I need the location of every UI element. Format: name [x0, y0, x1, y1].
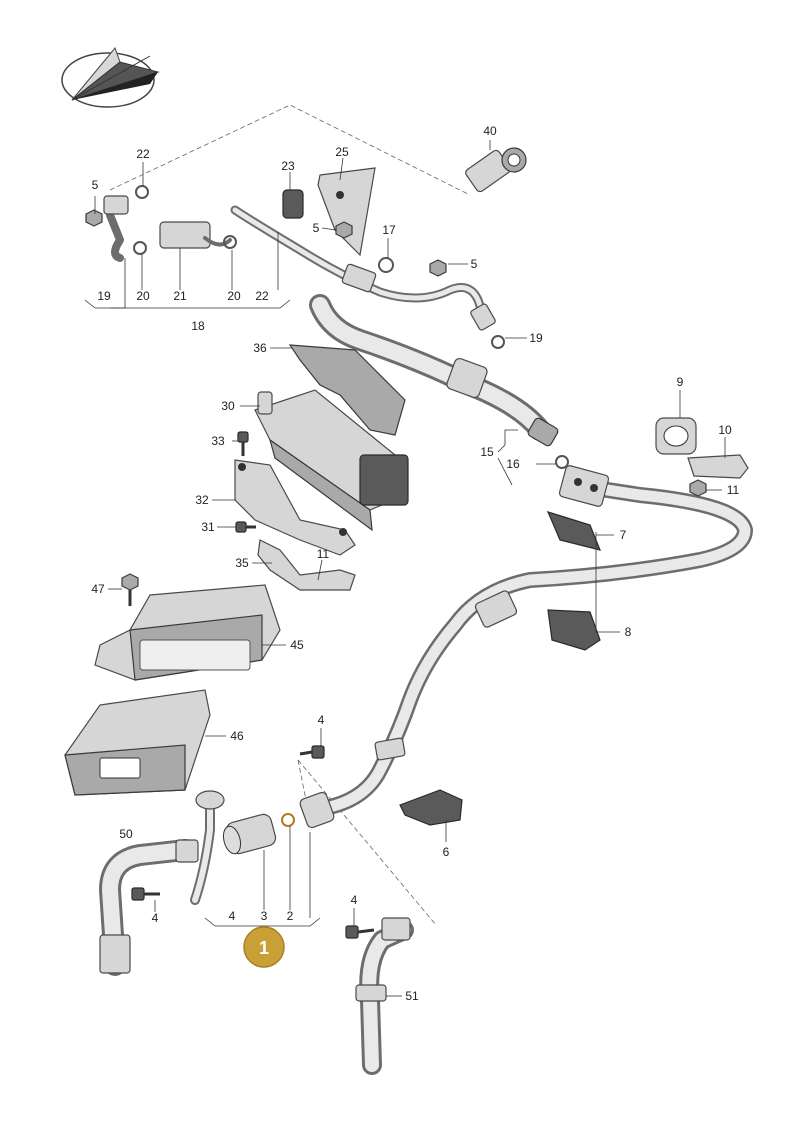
part-7-clip — [546, 511, 601, 551]
pressure-switch-19 — [103, 195, 129, 262]
main-refrigerant-line — [317, 477, 753, 816]
label-47: 47 — [91, 582, 105, 596]
label-30: 30 — [221, 399, 235, 413]
part-23-clip — [282, 189, 304, 219]
label-4: 4 — [351, 893, 358, 907]
part-25-bracket — [317, 167, 376, 257]
part-35-bracket — [257, 539, 356, 591]
label-3: 3 — [261, 909, 268, 923]
part-6-bracket — [399, 789, 463, 826]
label-33: 33 — [211, 434, 225, 448]
pipe-sleeve — [474, 590, 518, 628]
label-18: 18 — [191, 319, 205, 333]
screw-4-c — [345, 925, 375, 939]
label-11: 11 — [727, 483, 740, 497]
label-17: 17 — [382, 223, 396, 237]
label-35: 35 — [235, 556, 249, 570]
label-51: 51 — [405, 989, 419, 1003]
label-21: 21 — [173, 289, 187, 303]
label-4: 4 — [229, 909, 236, 923]
part-3-sleeve — [222, 813, 277, 855]
label-22: 22 — [255, 289, 269, 303]
label-5: 5 — [471, 257, 478, 271]
label-11: 11 — [317, 547, 330, 561]
label-23: 23 — [281, 159, 295, 173]
part-36-heat-shield — [288, 344, 406, 436]
label-20: 20 — [136, 289, 150, 303]
part-8-holder — [547, 609, 601, 651]
label-31: 31 — [201, 520, 215, 534]
screw-33 — [237, 431, 249, 456]
label-36: 36 — [253, 341, 267, 355]
label-4: 4 — [318, 713, 325, 727]
label-40: 40 — [483, 124, 497, 138]
label-10: 10 — [718, 423, 732, 437]
leader-lines — [84, 140, 726, 997]
part-9-clamp — [655, 417, 697, 455]
screw-47 — [121, 573, 139, 606]
part-labels: 5 22 19 20 21 20 22 18 23 25 5 17 5 40 1… — [91, 124, 739, 1003]
nut-11-a — [689, 479, 707, 497]
label-22: 22 — [136, 147, 150, 161]
label-20: 20 — [227, 289, 241, 303]
expansion-block — [558, 465, 610, 507]
nut-5-a — [85, 209, 103, 227]
sensor-21 — [159, 221, 232, 249]
nut-5-b — [335, 221, 353, 239]
label-15: 15 — [480, 445, 494, 459]
pipe-clamp — [374, 737, 406, 761]
fitting-2 — [299, 791, 335, 829]
label-46: 46 — [230, 729, 244, 743]
part-50-pipe — [99, 790, 225, 976]
screw-4-a — [131, 887, 160, 901]
thin-line-22 — [230, 205, 496, 331]
label-16: 16 — [506, 457, 520, 471]
part-51-hose — [355, 917, 414, 1075]
label-19: 19 — [529, 331, 543, 345]
label-5: 5 — [92, 178, 99, 192]
label-45: 45 — [290, 638, 304, 652]
label-19: 19 — [97, 289, 111, 303]
part-number-badge: 1 — [243, 926, 285, 968]
label-8: 8 — [625, 625, 632, 639]
screw-31 — [235, 521, 256, 533]
seal-rings — [133, 185, 569, 827]
assembly-outline-top — [109, 104, 471, 196]
badge-label: 1 — [259, 938, 269, 958]
label-9: 9 — [677, 375, 684, 389]
label-32: 32 — [195, 493, 209, 507]
part-40-expansion-valve — [465, 147, 527, 193]
label-7: 7 — [620, 528, 627, 542]
label-2: 2 — [287, 909, 294, 923]
part-10-plate — [687, 454, 749, 479]
direction-arrow-icon — [61, 47, 160, 108]
label-5: 5 — [313, 221, 320, 235]
nut-5-c — [429, 259, 447, 277]
label-6: 6 — [443, 845, 450, 859]
label-25: 25 — [335, 145, 349, 159]
label-50: 50 — [119, 827, 133, 841]
part-45-cover — [94, 584, 281, 681]
upper-refrigerant-line — [309, 294, 610, 507]
screw-4-b — [299, 745, 325, 759]
part-30-control-unit — [254, 389, 409, 532]
part-46-module — [64, 689, 211, 796]
label-4: 4 — [152, 911, 159, 925]
part-32-bracket — [234, 459, 356, 556]
